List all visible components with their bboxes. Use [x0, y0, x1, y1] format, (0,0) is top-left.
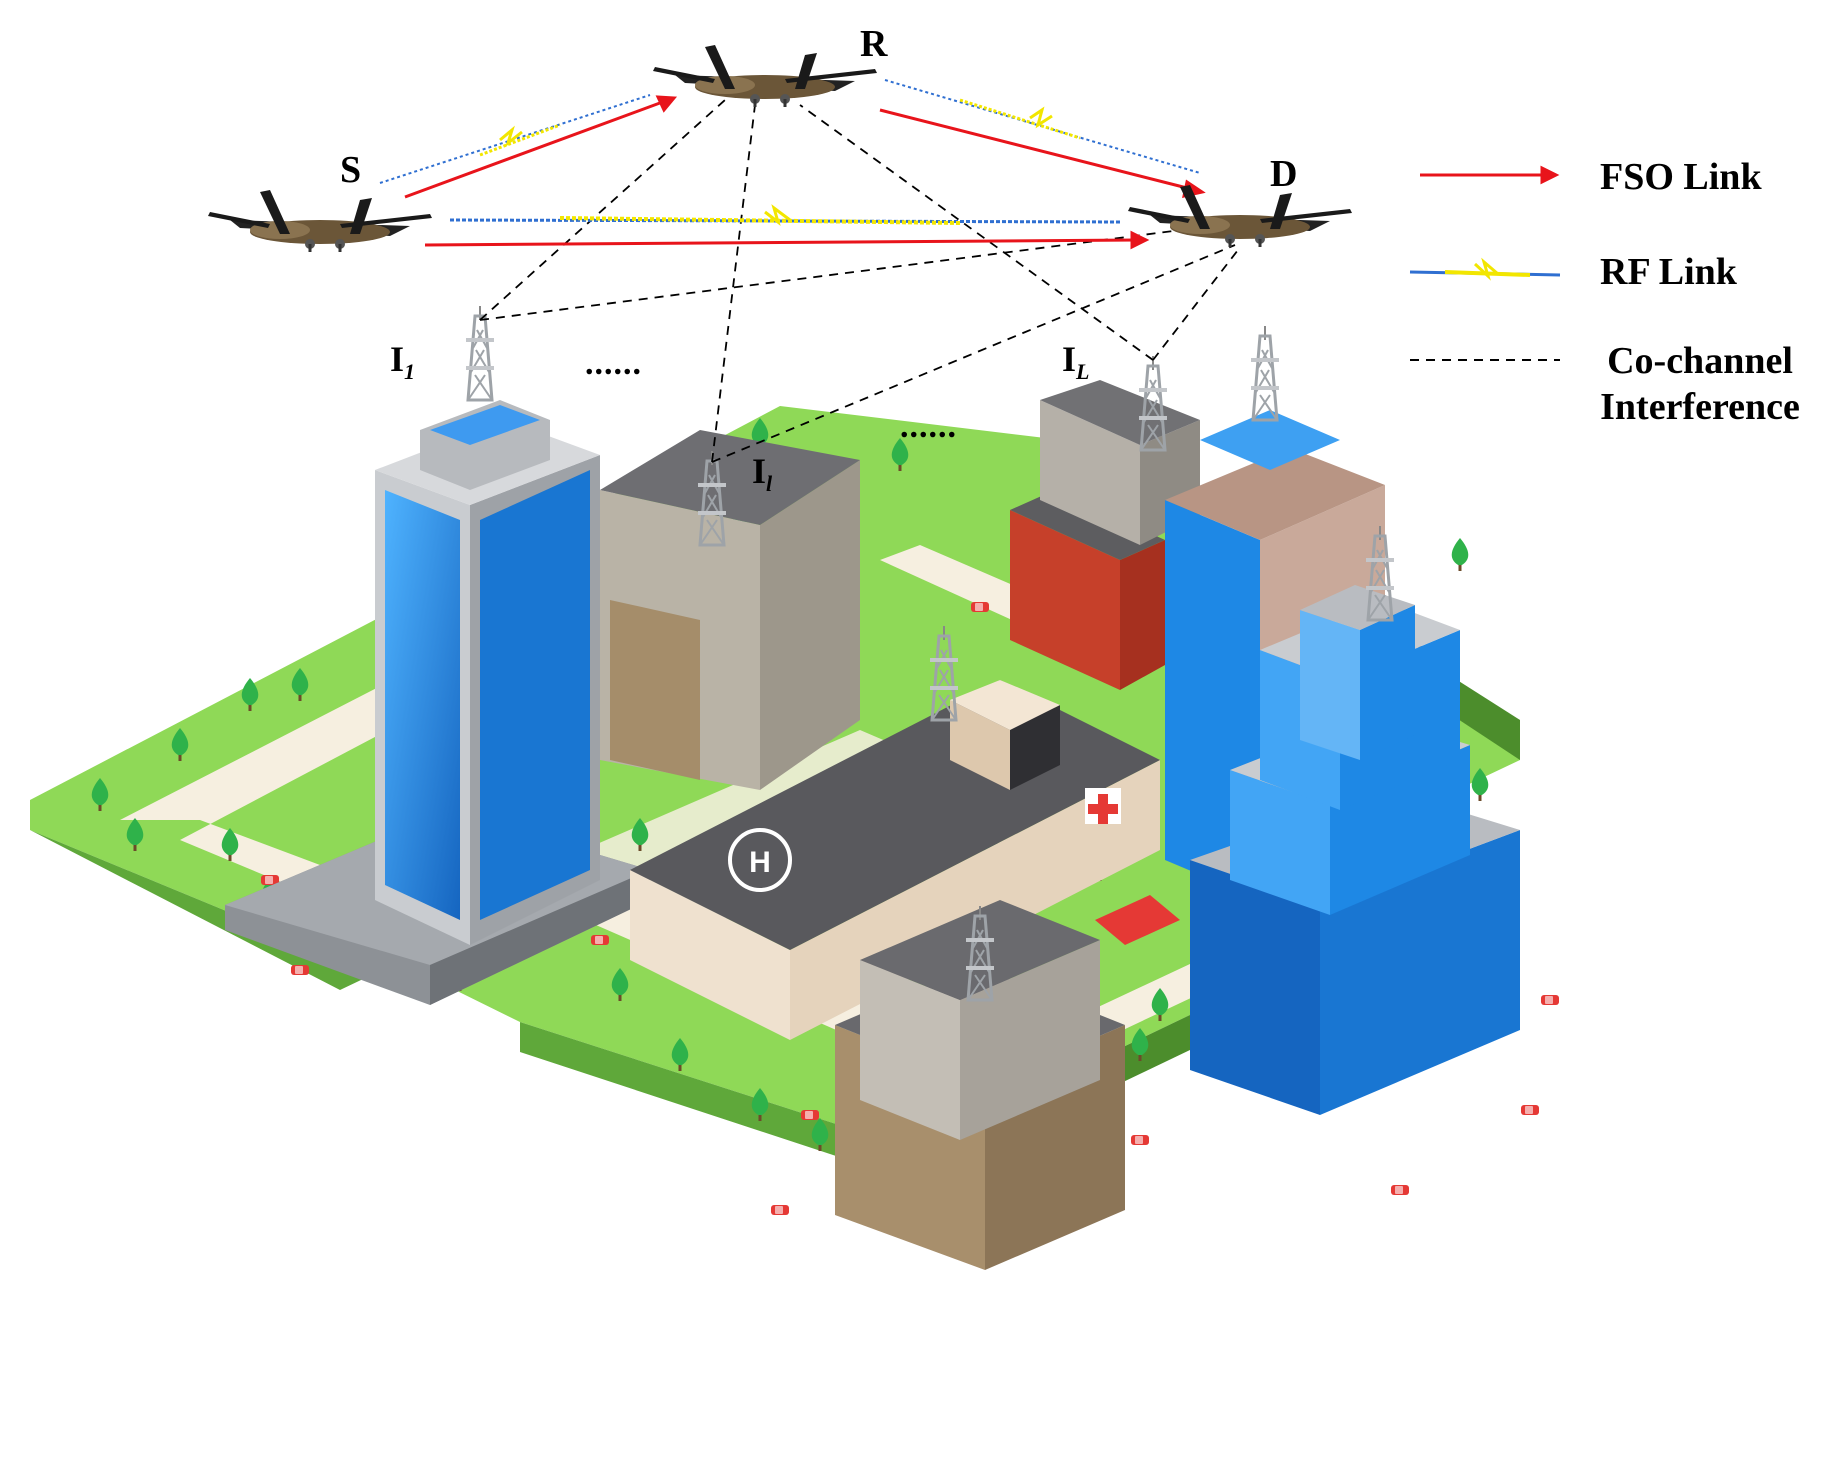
helipad-icon: [728, 828, 792, 892]
fso-links: [404, 95, 1560, 250]
relay-label: R: [860, 23, 888, 65]
ellipsis-2: ......: [900, 408, 957, 445]
red-building: [1010, 380, 1200, 690]
uav-drone-icon-relay: [651, 43, 879, 109]
legend-cci-line2: Interference: [1600, 386, 1800, 428]
interferer-L-label: IL: [1062, 339, 1090, 385]
stepped-skyscraper: [1190, 585, 1520, 1115]
ellipsis-1: ......: [585, 345, 642, 382]
interference-lines: [479, 99, 1239, 463]
destination-label: D: [1270, 153, 1298, 195]
uav-drone-icon-source: [206, 188, 434, 254]
legend-cci-line1: Co-channel: [1607, 340, 1793, 382]
office-building-middle: [600, 430, 860, 790]
uav-drone-icon-destination: [1126, 183, 1354, 249]
cell-tower-i1: [464, 304, 496, 402]
interferer-1-label: I1: [390, 339, 416, 385]
glass-tower-left: [225, 400, 650, 1005]
interferer-l-label: Il: [752, 451, 773, 497]
legend-rf-label: RF Link: [1600, 251, 1737, 293]
cell-tower-extra: [1249, 324, 1281, 422]
rf-links: [379, 79, 1561, 281]
legend-fso-label: FSO Link: [1600, 156, 1762, 198]
legend-cci-label: Co-channel Interference: [1580, 338, 1820, 430]
source-label: S: [340, 149, 362, 191]
svg-text:H: H: [749, 846, 771, 879]
office-building-front: [835, 900, 1125, 1270]
